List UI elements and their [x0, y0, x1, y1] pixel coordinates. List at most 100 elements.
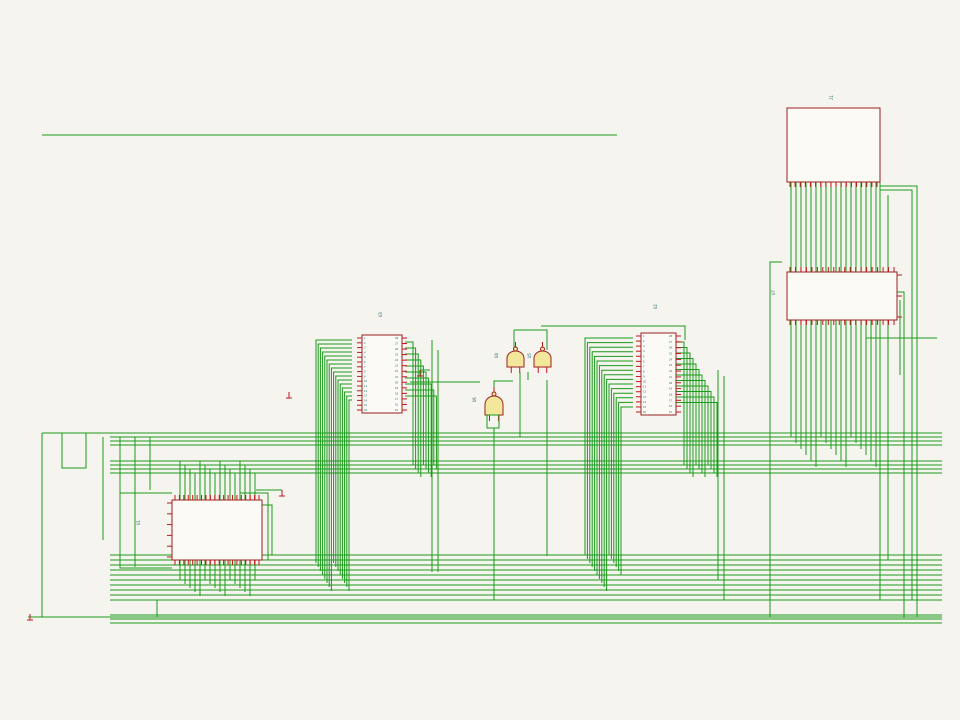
wire[interactable] [514, 329, 548, 350]
wire[interactable] [333, 371, 352, 563]
wire[interactable] [676, 385, 709, 465]
wire[interactable] [676, 391, 712, 470]
power-symbol-vcc[interactable] [279, 490, 285, 497]
wire[interactable] [769, 261, 782, 617]
wire[interactable] [405, 383, 432, 477]
wire[interactable] [119, 437, 172, 569]
wire[interactable] [339, 383, 352, 575]
wire[interactable] [676, 402, 718, 478]
wire[interactable] [262, 504, 273, 555]
wire[interactable] [880, 189, 913, 600]
component-u3[interactable] [357, 334, 407, 414]
pin-number: 17 [395, 397, 399, 401]
wire[interactable] [584, 337, 633, 555]
wire[interactable] [897, 291, 905, 618]
pin-number: 17 [669, 398, 673, 402]
ic-body [786, 107, 881, 183]
wire[interactable] [676, 374, 703, 473]
wire[interactable] [348, 399, 352, 591]
inversion-bubble [491, 391, 497, 397]
component-layer[interactable] [27, 107, 902, 621]
wire-layer[interactable] [28, 134, 942, 624]
component-u1[interactable] [167, 495, 263, 565]
wire[interactable] [676, 363, 697, 465]
power-symbol-gnd[interactable] [286, 392, 292, 399]
pin-number: 4 [643, 349, 645, 353]
wire[interactable] [324, 355, 352, 579]
wire[interactable] [610, 388, 633, 559]
wire[interactable] [61, 433, 87, 469]
power-symbol-gnd3[interactable] [27, 614, 33, 621]
wire[interactable] [405, 395, 437, 469]
wire[interactable] [337, 379, 352, 571]
wire[interactable] [240, 492, 269, 560]
wire[interactable] [615, 397, 633, 567]
wire[interactable] [326, 359, 352, 583]
wire[interactable] [541, 325, 686, 340]
wire[interactable] [405, 365, 424, 465]
wire[interactable] [322, 351, 352, 575]
wire[interactable] [493, 380, 513, 395]
wire[interactable] [341, 387, 352, 579]
power-symbol-gnd2[interactable] [417, 370, 423, 377]
wire[interactable] [405, 389, 435, 465]
wire[interactable] [586, 342, 633, 559]
wire[interactable] [319, 347, 352, 571]
pin-number: 25 [669, 352, 673, 356]
wire[interactable] [598, 365, 633, 579]
wire[interactable] [676, 358, 694, 478]
wire[interactable] [405, 359, 422, 477]
wire[interactable] [405, 377, 430, 473]
ref-designator-u3: U3 [378, 312, 383, 317]
wire[interactable] [335, 375, 352, 567]
pin-number: 27 [395, 342, 399, 346]
wire[interactable] [880, 185, 918, 617]
wire[interactable] [405, 371, 427, 469]
pin-number: 10 [643, 380, 647, 384]
wire[interactable] [606, 378, 633, 591]
pin-number: 14 [643, 400, 647, 404]
component-u7[interactable] [786, 267, 902, 325]
wire[interactable] [405, 347, 417, 469]
pin-number: 2 [643, 339, 645, 343]
wire[interactable] [589, 346, 633, 563]
pin-number: 24 [669, 357, 673, 361]
wire[interactable] [405, 341, 414, 465]
pin-number: 27 [669, 340, 673, 344]
wire[interactable] [591, 351, 633, 567]
wire[interactable] [676, 380, 706, 478]
wire[interactable] [346, 395, 352, 587]
wire[interactable] [594, 355, 633, 571]
wire[interactable] [676, 352, 691, 473]
ref-designator-u7: U7 [771, 290, 776, 295]
wire[interactable] [676, 341, 685, 465]
wire[interactable] [330, 367, 352, 591]
wire[interactable] [608, 383, 633, 555]
wire[interactable] [344, 391, 352, 583]
pin-number: 19 [395, 386, 399, 390]
gate-body [533, 350, 552, 368]
wire[interactable] [676, 369, 700, 470]
wire[interactable] [315, 339, 352, 563]
wire[interactable] [676, 396, 715, 473]
wire[interactable] [613, 392, 633, 563]
wire[interactable] [317, 343, 352, 567]
pin-number: 11 [643, 385, 647, 389]
wire[interactable] [620, 406, 633, 575]
ref-designator-u1: U1 [136, 520, 141, 525]
pin-number: 7 [364, 365, 366, 369]
wire[interactable] [596, 360, 633, 575]
pin-number: 12 [364, 389, 368, 393]
gate-u4[interactable] [506, 342, 525, 373]
wire[interactable] [603, 374, 633, 587]
wire[interactable] [328, 363, 352, 587]
gate-u5[interactable] [533, 342, 552, 373]
wire[interactable] [618, 401, 633, 571]
gate-u6[interactable] [484, 387, 504, 421]
component-j1[interactable] [786, 107, 881, 187]
wire[interactable] [405, 353, 419, 473]
wire[interactable] [601, 369, 633, 583]
component-u2[interactable] [636, 332, 681, 416]
